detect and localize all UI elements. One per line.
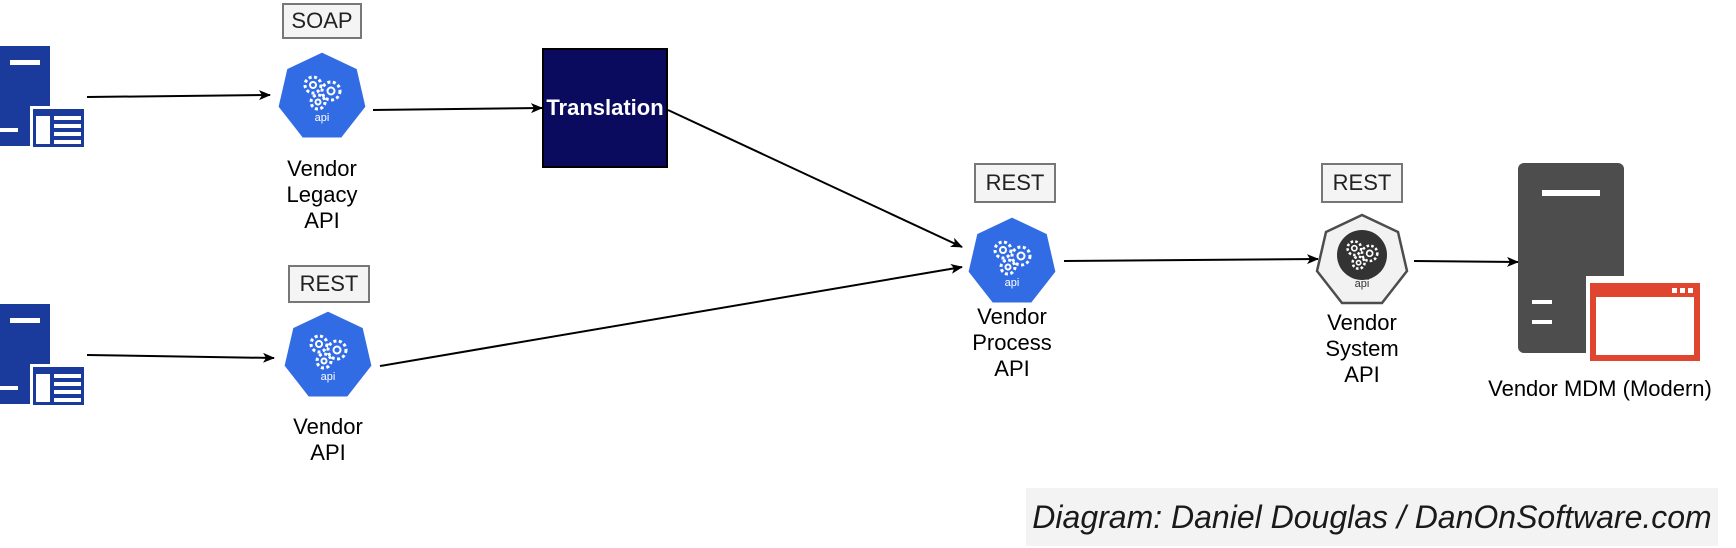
vendor-legacy-api-icon: api [275,49,369,141]
connector-arrows [86,90,1519,367]
arrow-system-to-mdm [1413,256,1519,267]
diagram-credit: Diagram: Daniel Douglas / DanOnSoftware.… [1026,488,1718,546]
vendor-mdm-label: Vendor MDM (Modern) [1488,376,1712,401]
translation-box: Translation [542,48,668,168]
api-badge-text: api [1355,278,1370,290]
label-line: Vendor [1327,310,1397,335]
arrow-process-to-system [1063,254,1319,265]
label-line: API [310,440,346,465]
label-line: API [304,208,340,233]
label-line: Vendor [293,414,363,439]
api-badge-text: api [321,371,336,383]
vendor-api-icon: api [281,308,375,400]
label-line: API [994,356,1030,381]
api-badge-text: api [1005,277,1020,289]
label-line: Process [972,330,1052,355]
vendor-system-api-label: Vendor System API [1302,310,1422,388]
arrow-legacy-to-translation [372,103,543,114]
rest-tag-vendor: REST [288,265,370,303]
arrow-client1-to-legacy [86,90,271,101]
vendor-process-api-label: Vendor Process API [952,304,1072,382]
vendor-process-api-icon: api [965,214,1059,306]
arrow-vendor-to-process [379,263,963,367]
vendor-api-label: Vendor API [268,414,388,466]
label-line: API [1344,362,1380,387]
rest-tag-system: REST [1321,163,1403,203]
client-application-icon [0,46,87,150]
arrow-translation-to-process [667,109,963,248]
rest-tag-process: REST [974,163,1056,203]
label-line: System [1325,336,1399,361]
label-line: Vendor [977,304,1047,329]
client-application-icon [0,304,87,408]
vendor-legacy-api-label: Vendor Legacy API [262,156,382,234]
arrow-client2-to-vendor [86,352,275,363]
vendor-mdm-server-icon [1518,163,1704,364]
vendor-system-api-icon: api [1315,213,1409,305]
label-line: Legacy [286,182,358,207]
label-line: Vendor [287,156,357,181]
soap-tag: SOAP [282,3,362,39]
api-badge-text: api [315,112,330,124]
